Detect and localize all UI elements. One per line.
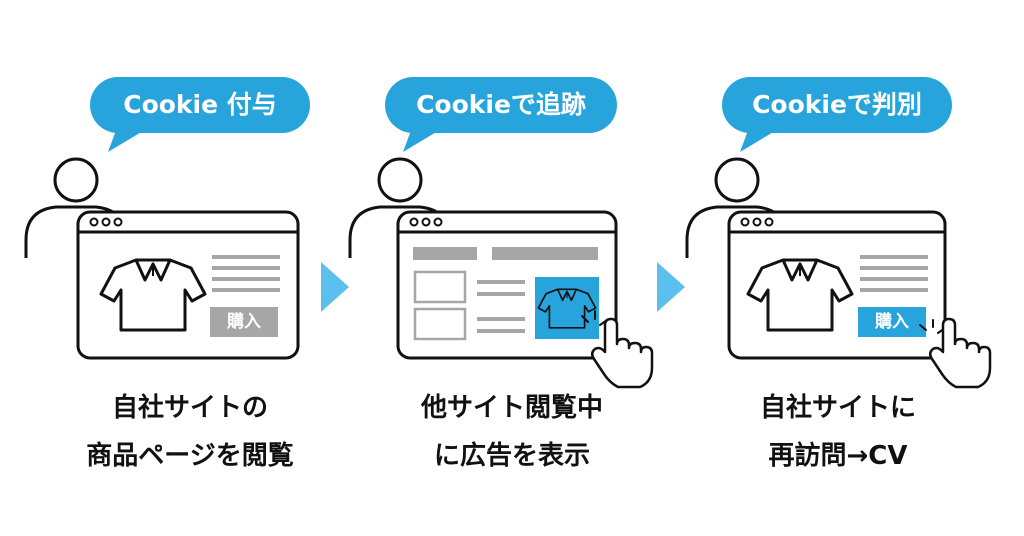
content-boxes: [413, 270, 467, 341]
step-2-caption-line-1: 他サイト閲覧中: [420, 393, 603, 423]
step-3-caption-line-2: 再訪問→CV: [768, 441, 908, 471]
step-2: [348, 77, 654, 389]
step-3: [685, 77, 992, 389]
step-1-caption-line-1: 自社サイトの: [111, 393, 268, 423]
step-1-bubble-label: Cookie 付与: [123, 90, 277, 119]
text-lines: [212, 255, 280, 292]
text-lines: [860, 255, 928, 292]
page-header-blocks: [413, 247, 598, 260]
step-3-caption: 自社サイトに 再訪問→CV: [688, 384, 988, 480]
buy-button-bg: [210, 307, 278, 337]
arrow-right-icon: [657, 262, 685, 312]
step-2-caption-line-2: に広告を表示: [433, 441, 590, 471]
arrow-right-icon: [321, 262, 349, 312]
step-2-bubble-label: Cookieで追跡: [416, 90, 586, 119]
step-3-buy-button[interactable]: 購入: [875, 312, 909, 332]
text-lines: [477, 280, 525, 333]
speech-bubble: [722, 77, 952, 152]
step-1: [24, 77, 310, 360]
step-1-caption-line-2: 商品ページを閲覧: [86, 441, 294, 471]
step-1-buy-button[interactable]: 購入: [227, 312, 261, 332]
buy-button-bg: [858, 307, 926, 337]
step-3-bubble-label: Cookieで判別: [752, 90, 922, 119]
ad-banner: [535, 277, 599, 339]
speech-bubble: [385, 77, 617, 152]
step-2-caption: 他サイト閲覧中 に広告を表示: [362, 384, 662, 480]
step-1-caption: 自社サイトの 商品ページを閲覧: [40, 384, 340, 480]
speech-bubble: [90, 77, 310, 152]
step-3-caption-line-1: 自社サイトに: [759, 393, 916, 423]
